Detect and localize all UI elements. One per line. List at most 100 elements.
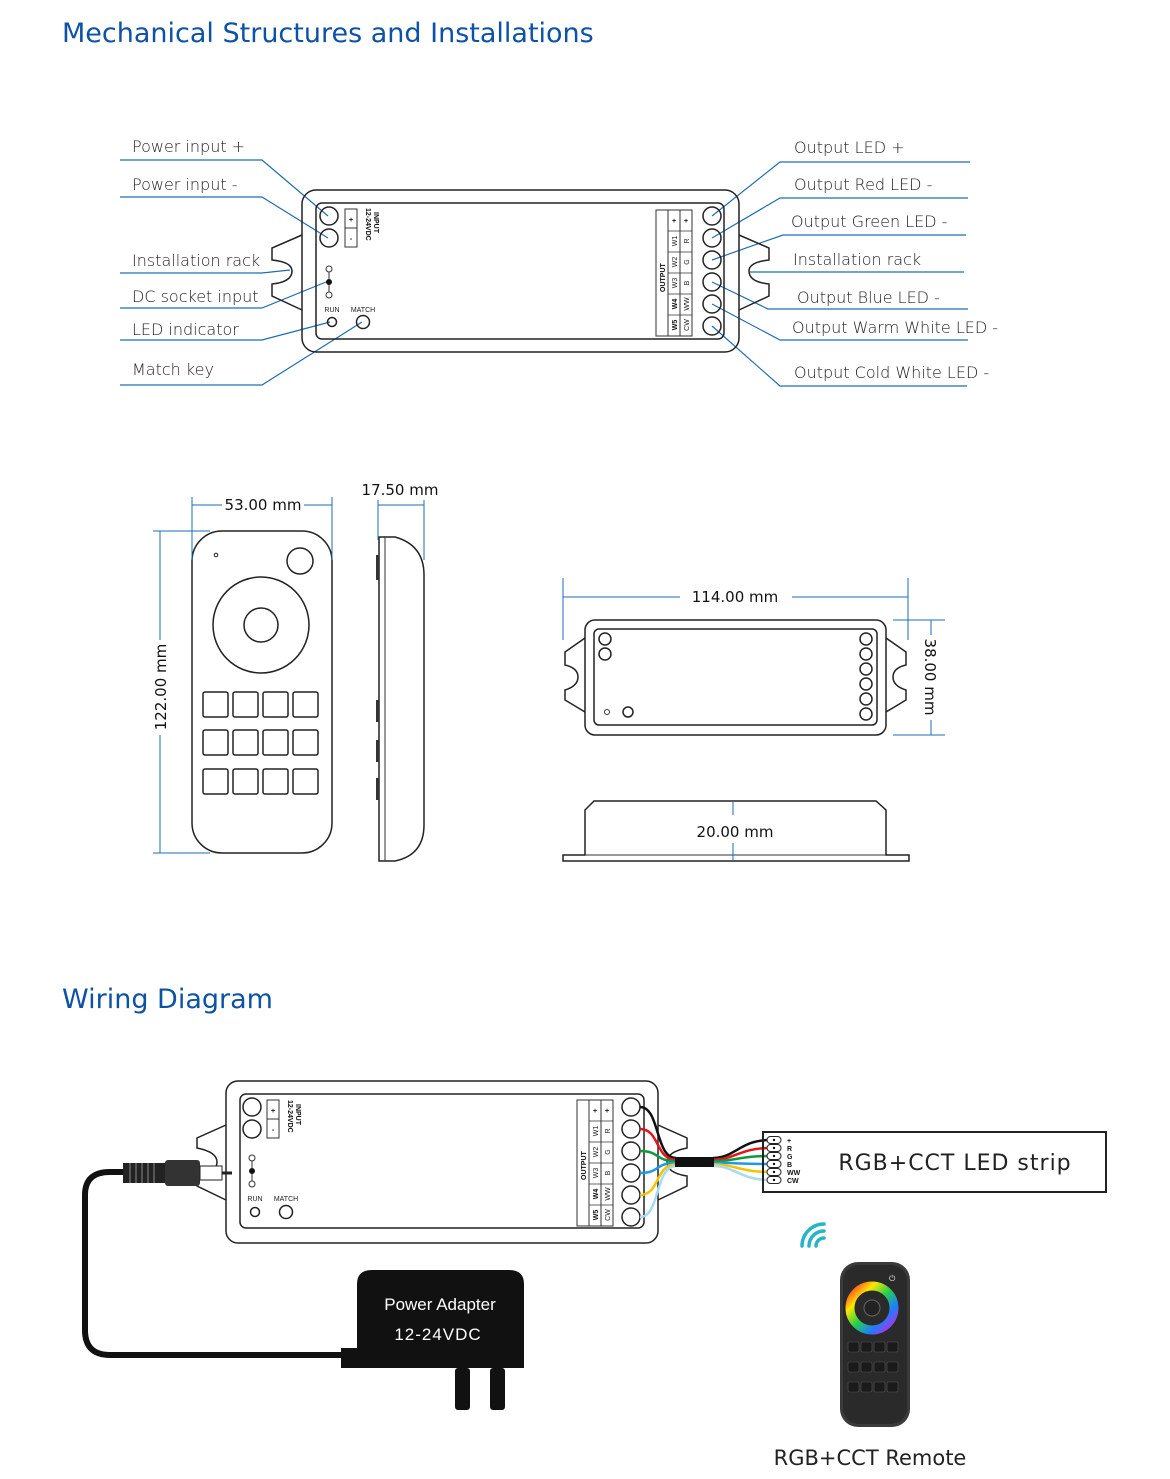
output-wires [639, 1105, 771, 1219]
controller-small-top-view: 114.00 mm 38.00 mm [562, 578, 945, 736]
output-terminal-label: + [593, 1108, 597, 1115]
output-terminal-label: W3 [593, 1168, 600, 1179]
power-adapter: Power Adapter 12-24VDC [341, 1270, 524, 1410]
output-terminal-label: CW [605, 1209, 612, 1221]
wire [639, 1164, 677, 1219]
remote-button-grid [847, 1341, 899, 1393]
controller-top-view: + - INPUT 12-24VDC RUN MATCH OUTPUT ++W1… [271, 189, 770, 353]
wire-bundle-sleeve [675, 1157, 714, 1167]
remote-button [292, 729, 319, 756]
output-terminal-label: W3 [672, 278, 679, 289]
dc-plug-cable [82, 1160, 345, 1358]
terminal-output [702, 294, 722, 314]
leader-line [120, 196, 329, 239]
output-terminal-label: W2 [672, 257, 679, 268]
output-label: OUTPUT [581, 1151, 588, 1181]
remote-button-grid [202, 691, 319, 795]
output-label: OUTPUT [660, 263, 667, 293]
controller-housing [225, 1080, 659, 1244]
remote-button [847, 1361, 860, 1373]
input-label: INPUT [294, 1104, 301, 1126]
remote-button [202, 729, 229, 756]
terminal-input-minus [319, 228, 339, 248]
output-terminal-label: G [605, 1149, 612, 1154]
adapter-prong [455, 1368, 470, 1410]
leader-line [711, 161, 970, 217]
left-callouts: Power input + Power input - Installation… [120, 137, 363, 386]
output-terminal-label: + [672, 218, 676, 225]
leader-line [120, 321, 331, 341]
remote-button [886, 1381, 899, 1393]
color-wheel [845, 1281, 899, 1335]
controller-housing-small [584, 619, 887, 736]
callout-output-blue: Output Blue LED - [797, 288, 940, 307]
remote-button [202, 768, 229, 795]
output-terminals [621, 1097, 641, 1227]
controller-panel [315, 202, 725, 340]
remote-button [262, 768, 289, 795]
remote-body [191, 530, 333, 854]
section-title-wiring: Wiring Diagram [62, 984, 273, 1015]
leader-line [120, 281, 327, 309]
power-icon: ⏻ [889, 1274, 896, 1283]
output-terminal-label: W5 [593, 1210, 600, 1221]
strip-pin-label: B [787, 1162, 792, 1169]
terminal-input-plus [319, 206, 339, 226]
callout-installation-rack-right: Installation rack [793, 250, 921, 269]
remote-button [262, 729, 289, 756]
remote-button [873, 1361, 886, 1373]
output-terminal-label: W2 [593, 1147, 600, 1158]
output-terminals [702, 206, 722, 336]
wire [639, 1163, 677, 1197]
led-strip-body [762, 1131, 1107, 1193]
led-strip-label: RGB+CCT LED strip [838, 1151, 1071, 1176]
dimension-controller-length: 114.00 mm [692, 588, 778, 606]
controller-housing [301, 189, 740, 353]
dimension-controller-height: 20.00 mm [697, 823, 774, 841]
strip-pin-label: WW [787, 1170, 801, 1177]
terminal-output [621, 1097, 641, 1117]
remote-button [860, 1381, 873, 1393]
mounting-ear-left [271, 234, 303, 311]
terminal-output [621, 1119, 641, 1139]
run-label: RUN [247, 1196, 262, 1203]
output-terminal-label: W5 [672, 320, 679, 331]
output-terminal-label: B [605, 1170, 612, 1175]
remote-height-dimension: 122.00 mm [152, 530, 210, 854]
remote-button [292, 691, 319, 718]
leader-line [711, 197, 968, 239]
terminal-output [702, 272, 722, 292]
remote-button [292, 768, 319, 795]
leader-line [711, 303, 968, 341]
wire [639, 1149, 677, 1163]
callout-output-cold-white: Output Cold White LED - [794, 363, 989, 382]
remote-button [232, 729, 259, 756]
right-callouts: Output LED + Output Red LED - Output Gre… [711, 138, 998, 387]
remote-button [860, 1341, 873, 1353]
power-cable [82, 1169, 345, 1358]
adapter-prong [490, 1368, 505, 1410]
output-terminal-label: R [605, 1128, 612, 1133]
output-terminal-label: G [684, 259, 691, 264]
callout-led-indicator: LED indicator [132, 320, 239, 339]
strip-pin-label: G [787, 1154, 793, 1161]
input-plus-mark: + [271, 1108, 275, 1115]
remote-button [232, 691, 259, 718]
remote-side-view: 17.50 mm [362, 481, 438, 862]
input-minus-mark: - [272, 1127, 275, 1134]
match-label: MATCH [274, 1196, 298, 1203]
callout-output-green: Output Green LED - [791, 212, 947, 231]
controller-side-view: 20.00 mm [562, 800, 910, 862]
wire [639, 1105, 677, 1160]
dimension-remote-height: 122.00 mm [152, 644, 170, 730]
output-terminal-label: W4 [672, 299, 679, 310]
remote-power-button [286, 547, 314, 575]
output-terminal-label: + [684, 218, 688, 225]
rgb-cct-remote: ⏻ [840, 1262, 910, 1427]
terminal-output [621, 1141, 641, 1161]
terminal-output [702, 206, 722, 226]
dimension-controller-width: 38.00 mm [921, 639, 939, 716]
wire [639, 1127, 677, 1161]
dc-plug-grip [123, 1163, 165, 1183]
